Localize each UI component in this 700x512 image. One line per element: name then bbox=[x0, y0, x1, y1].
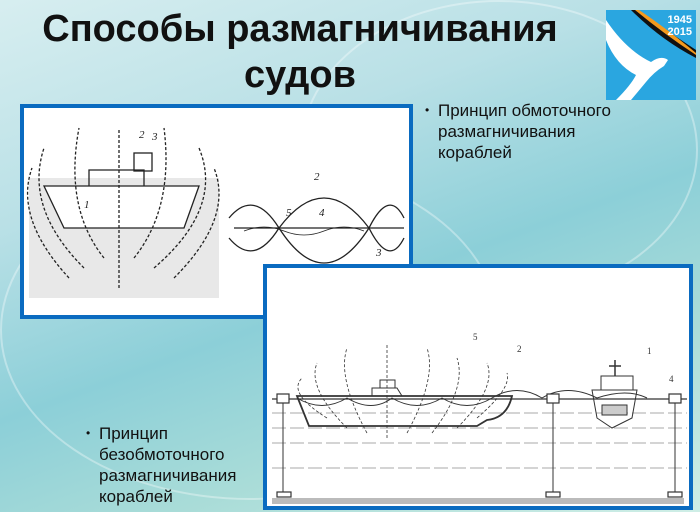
dove-icon bbox=[606, 10, 696, 100]
figure-label: 1 bbox=[647, 346, 652, 356]
figure-label: 3 bbox=[375, 247, 382, 259]
bullet-winding: • Принцип обмоточного размагничивания кор… bbox=[425, 100, 618, 163]
figure-label: 1 bbox=[84, 199, 90, 211]
slide-title: Способы размагничивания судов bbox=[42, 8, 558, 96]
figure-label: 5 bbox=[286, 207, 292, 219]
bullet-dot-icon: • bbox=[425, 103, 430, 117]
figure-label: 3 bbox=[151, 131, 158, 143]
bullet-text: Принцип безобмоточного размагничивания к… bbox=[99, 424, 237, 506]
bullet-dot-icon: • bbox=[86, 426, 91, 440]
logo-year-start: 1945 bbox=[667, 14, 692, 26]
figure-label: 5 bbox=[473, 332, 478, 342]
figure-label: 2 bbox=[139, 129, 145, 141]
figure-label: 2 bbox=[314, 171, 320, 183]
windingless-demagnetization-diagram: 5 2 1 4 bbox=[263, 264, 693, 510]
figure-label: 4 bbox=[319, 207, 325, 219]
logo-year-end: 2015 bbox=[667, 26, 692, 38]
bullet-windingless: • Принцип безобмоточного размагничивания … bbox=[86, 423, 259, 507]
bullet-text: Принцип обмоточного размагничивания кора… bbox=[438, 101, 611, 162]
winding-demagnetization-diagram: 2 3 1 2 5 4 3 bbox=[20, 104, 413, 319]
figure-label: 2 bbox=[517, 344, 522, 354]
figure-label: 4 bbox=[669, 374, 674, 384]
